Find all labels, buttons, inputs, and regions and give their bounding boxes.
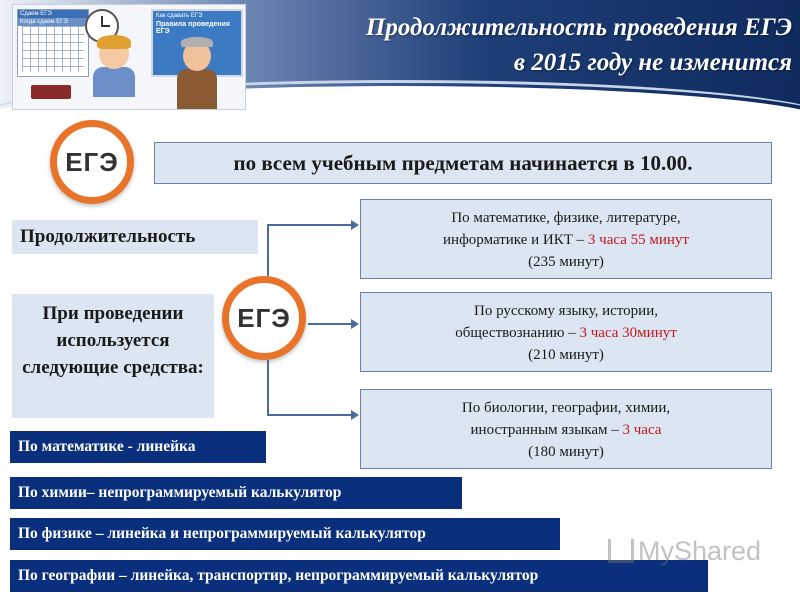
duration-time: 3 часа 30минут	[579, 325, 677, 341]
duration-subjects-line2: иностранным языкам – 3 часа	[361, 419, 771, 441]
teacher-figure-hair	[181, 37, 213, 47]
means-label: При проведении используется следующие ср…	[12, 294, 214, 418]
watermark-text: MyShared	[638, 536, 762, 566]
connector-down	[267, 360, 269, 415]
connector-up	[267, 224, 269, 276]
title-line-1: Продолжительность проведения ЕГЭ	[365, 14, 792, 41]
student-figure-body	[93, 67, 135, 97]
form-grid	[22, 26, 84, 72]
start-time-box: по всем учебным предметам начинается в 1…	[154, 142, 772, 184]
header-arc-line	[0, 80, 800, 112]
connector-to-box-1	[267, 224, 353, 226]
board-heading: Как сдавать ЕГЭ	[156, 13, 203, 19]
student-figure-hair	[97, 35, 131, 49]
ege-logo-text: ЕГЭ	[237, 302, 291, 333]
arrow-to-box-1	[351, 220, 359, 230]
duration-box-1: По математике, физике, литературе, инфор…	[360, 199, 772, 279]
teacher-figure-body	[177, 69, 217, 109]
title-line-2: в 2015 году не изменится	[513, 49, 792, 76]
duration-minutes: (210 минут)	[528, 347, 604, 363]
duration-subjects-line1: По биологии, географии, химии,	[461, 400, 671, 416]
board-text: Правила проведения ЕГЭ	[156, 21, 230, 35]
duration-subjects-text: обществознанию –	[455, 325, 580, 341]
page-title: Продолжительность проведения ЕГЭ в 2015 …	[252, 10, 792, 80]
duration-label: Продолжительность	[12, 220, 258, 254]
duration-subjects-line1: По математике, физике, литературе,	[451, 210, 681, 226]
arrow-to-box-2	[351, 319, 359, 329]
books-image	[31, 85, 71, 99]
tool-geography: По географии – линейка, транспортир, неп…	[10, 560, 708, 592]
duration-subjects-line1: По русскому языку, истории,	[473, 303, 658, 319]
duration-subjects-text: информатике и ИКТ –	[443, 232, 588, 248]
ege-logo-top: ЕГЭ	[50, 120, 134, 204]
exam-form-image: Сдаем ЕГЭ Когда сдаем ЕГЭ	[17, 9, 89, 77]
ege-logo-middle: ЕГЭ	[222, 276, 306, 360]
watermark-icon	[608, 538, 634, 563]
exam-clipart-illustration: Сдаем ЕГЭ Когда сдаем ЕГЭ Как сдавать ЕГ…	[12, 4, 246, 110]
tool-chemistry: По химии– непрограммируемый калькулятор	[10, 477, 462, 509]
duration-box-2: По русскому языку, истории, обществознан…	[360, 292, 772, 372]
tool-physics: По физике – линейка и непрограммируемый …	[10, 518, 560, 550]
connector-to-box-3	[267, 414, 353, 416]
duration-time: 3 часа 55 минут	[587, 232, 689, 248]
duration-box-3: По биологии, географии, химии, иностранн…	[360, 389, 772, 469]
form-subheading: Когда сдаем ЕГЭ	[18, 18, 88, 26]
duration-subjects-line2: обществознанию – 3 часа 30минут	[361, 322, 771, 344]
watermark: MyShared	[608, 534, 778, 568]
duration-minutes: (235 минут)	[528, 254, 604, 270]
ege-logo-text: ЕГЭ	[65, 146, 119, 177]
connector-to-box-2	[308, 323, 353, 325]
duration-subjects-text: иностранным языкам –	[470, 422, 623, 438]
duration-subjects-line2: информатике и ИКТ – 3 часа 55 минут	[361, 229, 771, 251]
duration-minutes: (180 минут)	[528, 444, 604, 460]
form-heading: Сдаем ЕГЭ	[18, 10, 88, 18]
tool-math: По математике - линейка	[10, 431, 266, 463]
arrow-to-box-3	[351, 410, 359, 420]
duration-time: 3 часа	[622, 422, 662, 438]
